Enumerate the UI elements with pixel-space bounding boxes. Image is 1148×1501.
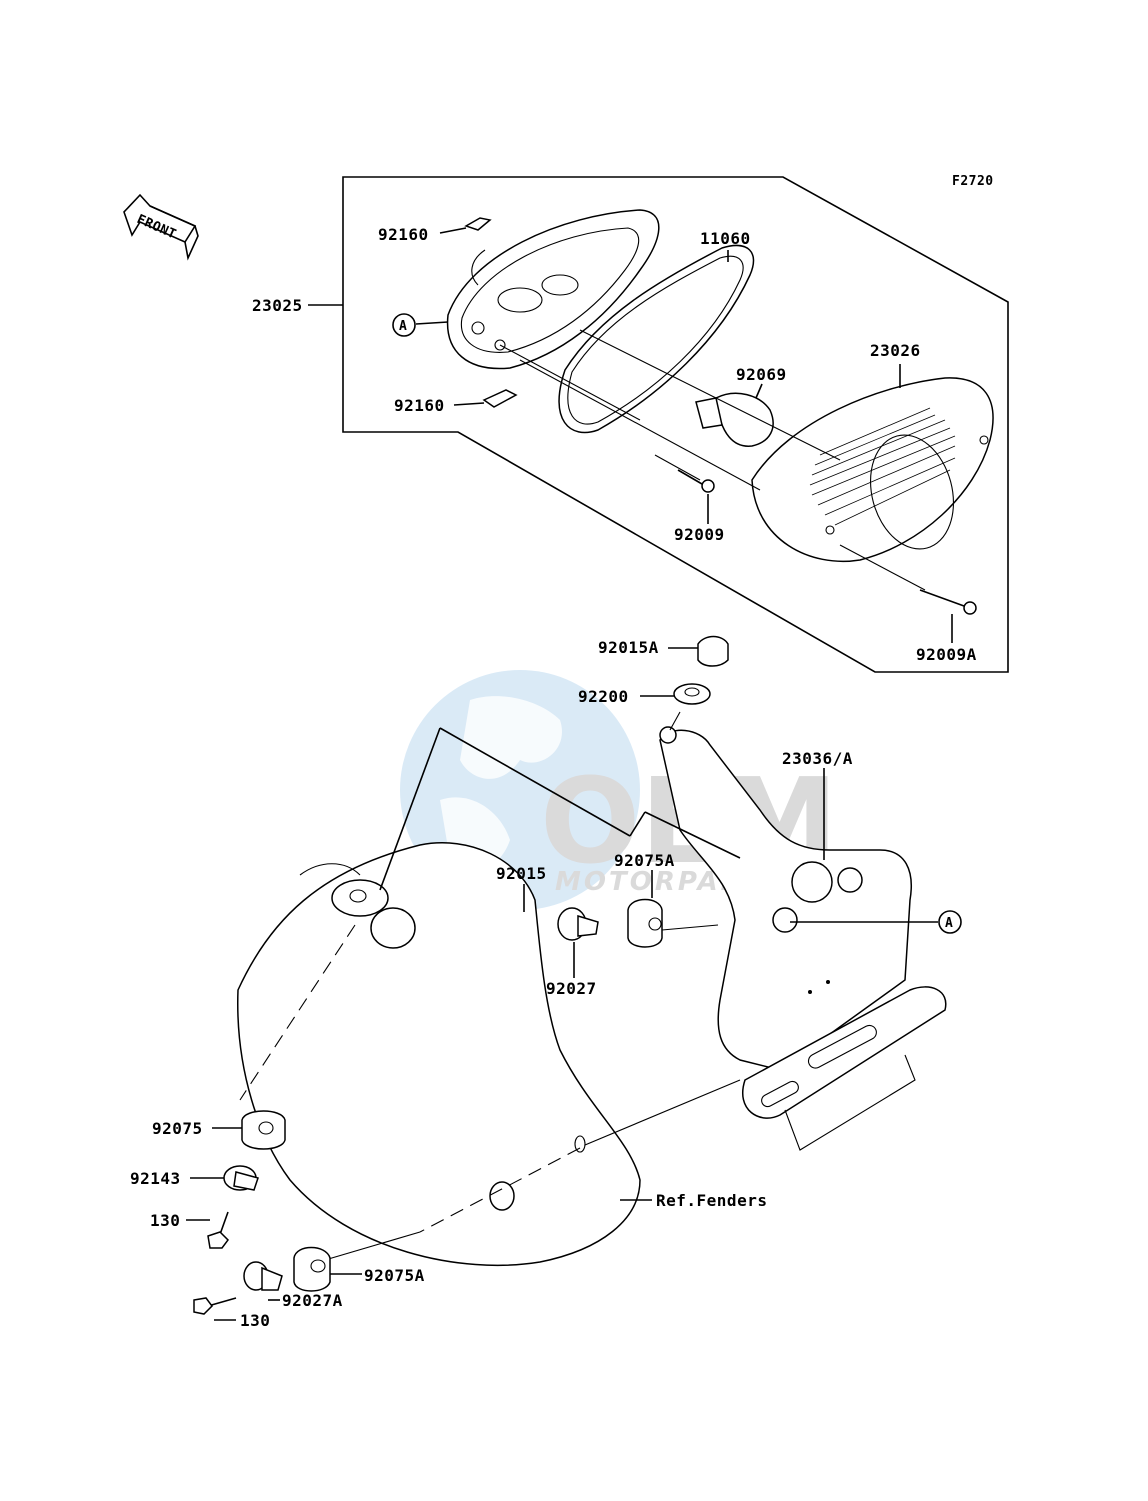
leader-lines — [186, 227, 953, 1321]
license-bracket — [659, 726, 947, 1151]
assembly-lines-upper — [499, 329, 926, 591]
label-130-bottom: 130 — [240, 1311, 270, 1330]
label-92160-top: 92160 — [378, 225, 429, 244]
label-92075A-bottom: 92075A — [364, 1266, 425, 1285]
label-11060: 11060 — [700, 229, 751, 248]
label-130-top: 130 — [150, 1211, 180, 1230]
grommet-92075A-bottom — [293, 1246, 331, 1292]
label-92143: 92143 — [130, 1169, 181, 1188]
screw-92009A — [919, 589, 977, 615]
label-92160-bottom: 92160 — [394, 396, 445, 415]
acorn-nut — [697, 635, 729, 667]
bulb-part — [695, 392, 774, 447]
label-92015A: 92015A — [598, 638, 659, 657]
label-23036A: 23036/A — [782, 749, 853, 768]
label-23025: 23025 — [252, 296, 303, 315]
callout-a-lower: A — [790, 910, 962, 934]
grommet-92075 — [241, 1110, 286, 1150]
label-92015: 92015 — [496, 864, 547, 883]
front-arrow-icon: FRONT — [123, 193, 199, 261]
pad-bottom — [482, 389, 518, 408]
bolt-130-top — [207, 1211, 229, 1249]
collar-92027A — [243, 1261, 283, 1291]
label-92200: 92200 — [578, 687, 629, 706]
bolt-130-bottom — [193, 1297, 237, 1315]
label-92009A: 92009A — [916, 645, 977, 664]
tail-lamp-housing — [446, 209, 660, 370]
collar-92027 — [557, 907, 599, 941]
figure-code: F2720 — [952, 174, 994, 189]
collar-92143 — [223, 1165, 259, 1191]
assembly-lines-lower — [324, 711, 741, 1261]
label-ref-fenders: Ref.Fenders — [656, 1191, 767, 1210]
label-92069: 92069 — [736, 365, 787, 384]
label-92075A-top: 92075A — [614, 851, 675, 870]
rear-fender — [237, 842, 641, 1267]
svg-text:A: A — [399, 319, 407, 334]
grommet-92075A-top — [627, 898, 663, 948]
screw-92009 — [677, 469, 715, 493]
assembly-box — [342, 176, 1009, 673]
washer — [673, 683, 711, 705]
pad-top — [464, 217, 492, 231]
tail-lens — [751, 377, 994, 562]
label-92075: 92075 — [152, 1119, 203, 1138]
label-92009: 92009 — [674, 525, 725, 544]
lens-gasket — [558, 244, 755, 434]
label-92027A: 92027A — [282, 1291, 343, 1310]
svg-text:A: A — [945, 916, 953, 931]
label-92027: 92027 — [546, 979, 597, 998]
label-23026: 23026 — [870, 341, 921, 360]
callout-a-upper: A — [392, 313, 449, 337]
